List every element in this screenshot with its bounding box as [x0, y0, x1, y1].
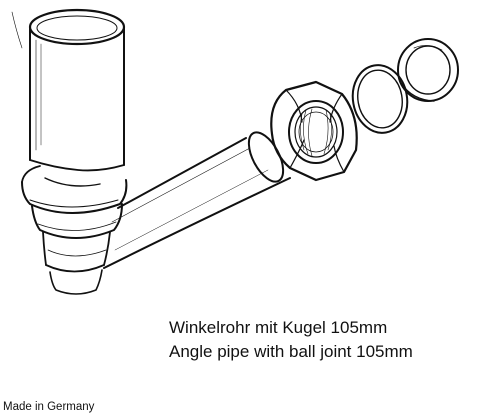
- made-in-label: Made in Germany: [3, 401, 95, 413]
- angle-pipe-icon: [11, 8, 291, 295]
- caption-english: Angle pipe with ball joint 105mm: [169, 342, 413, 361]
- conical-washer-icon: [397, 38, 459, 102]
- sealing-ring-icon: [351, 64, 409, 134]
- caption-german: Winkelrohr mit Kugel 105mm: [169, 318, 388, 337]
- union-nut-icon: [270, 80, 358, 182]
